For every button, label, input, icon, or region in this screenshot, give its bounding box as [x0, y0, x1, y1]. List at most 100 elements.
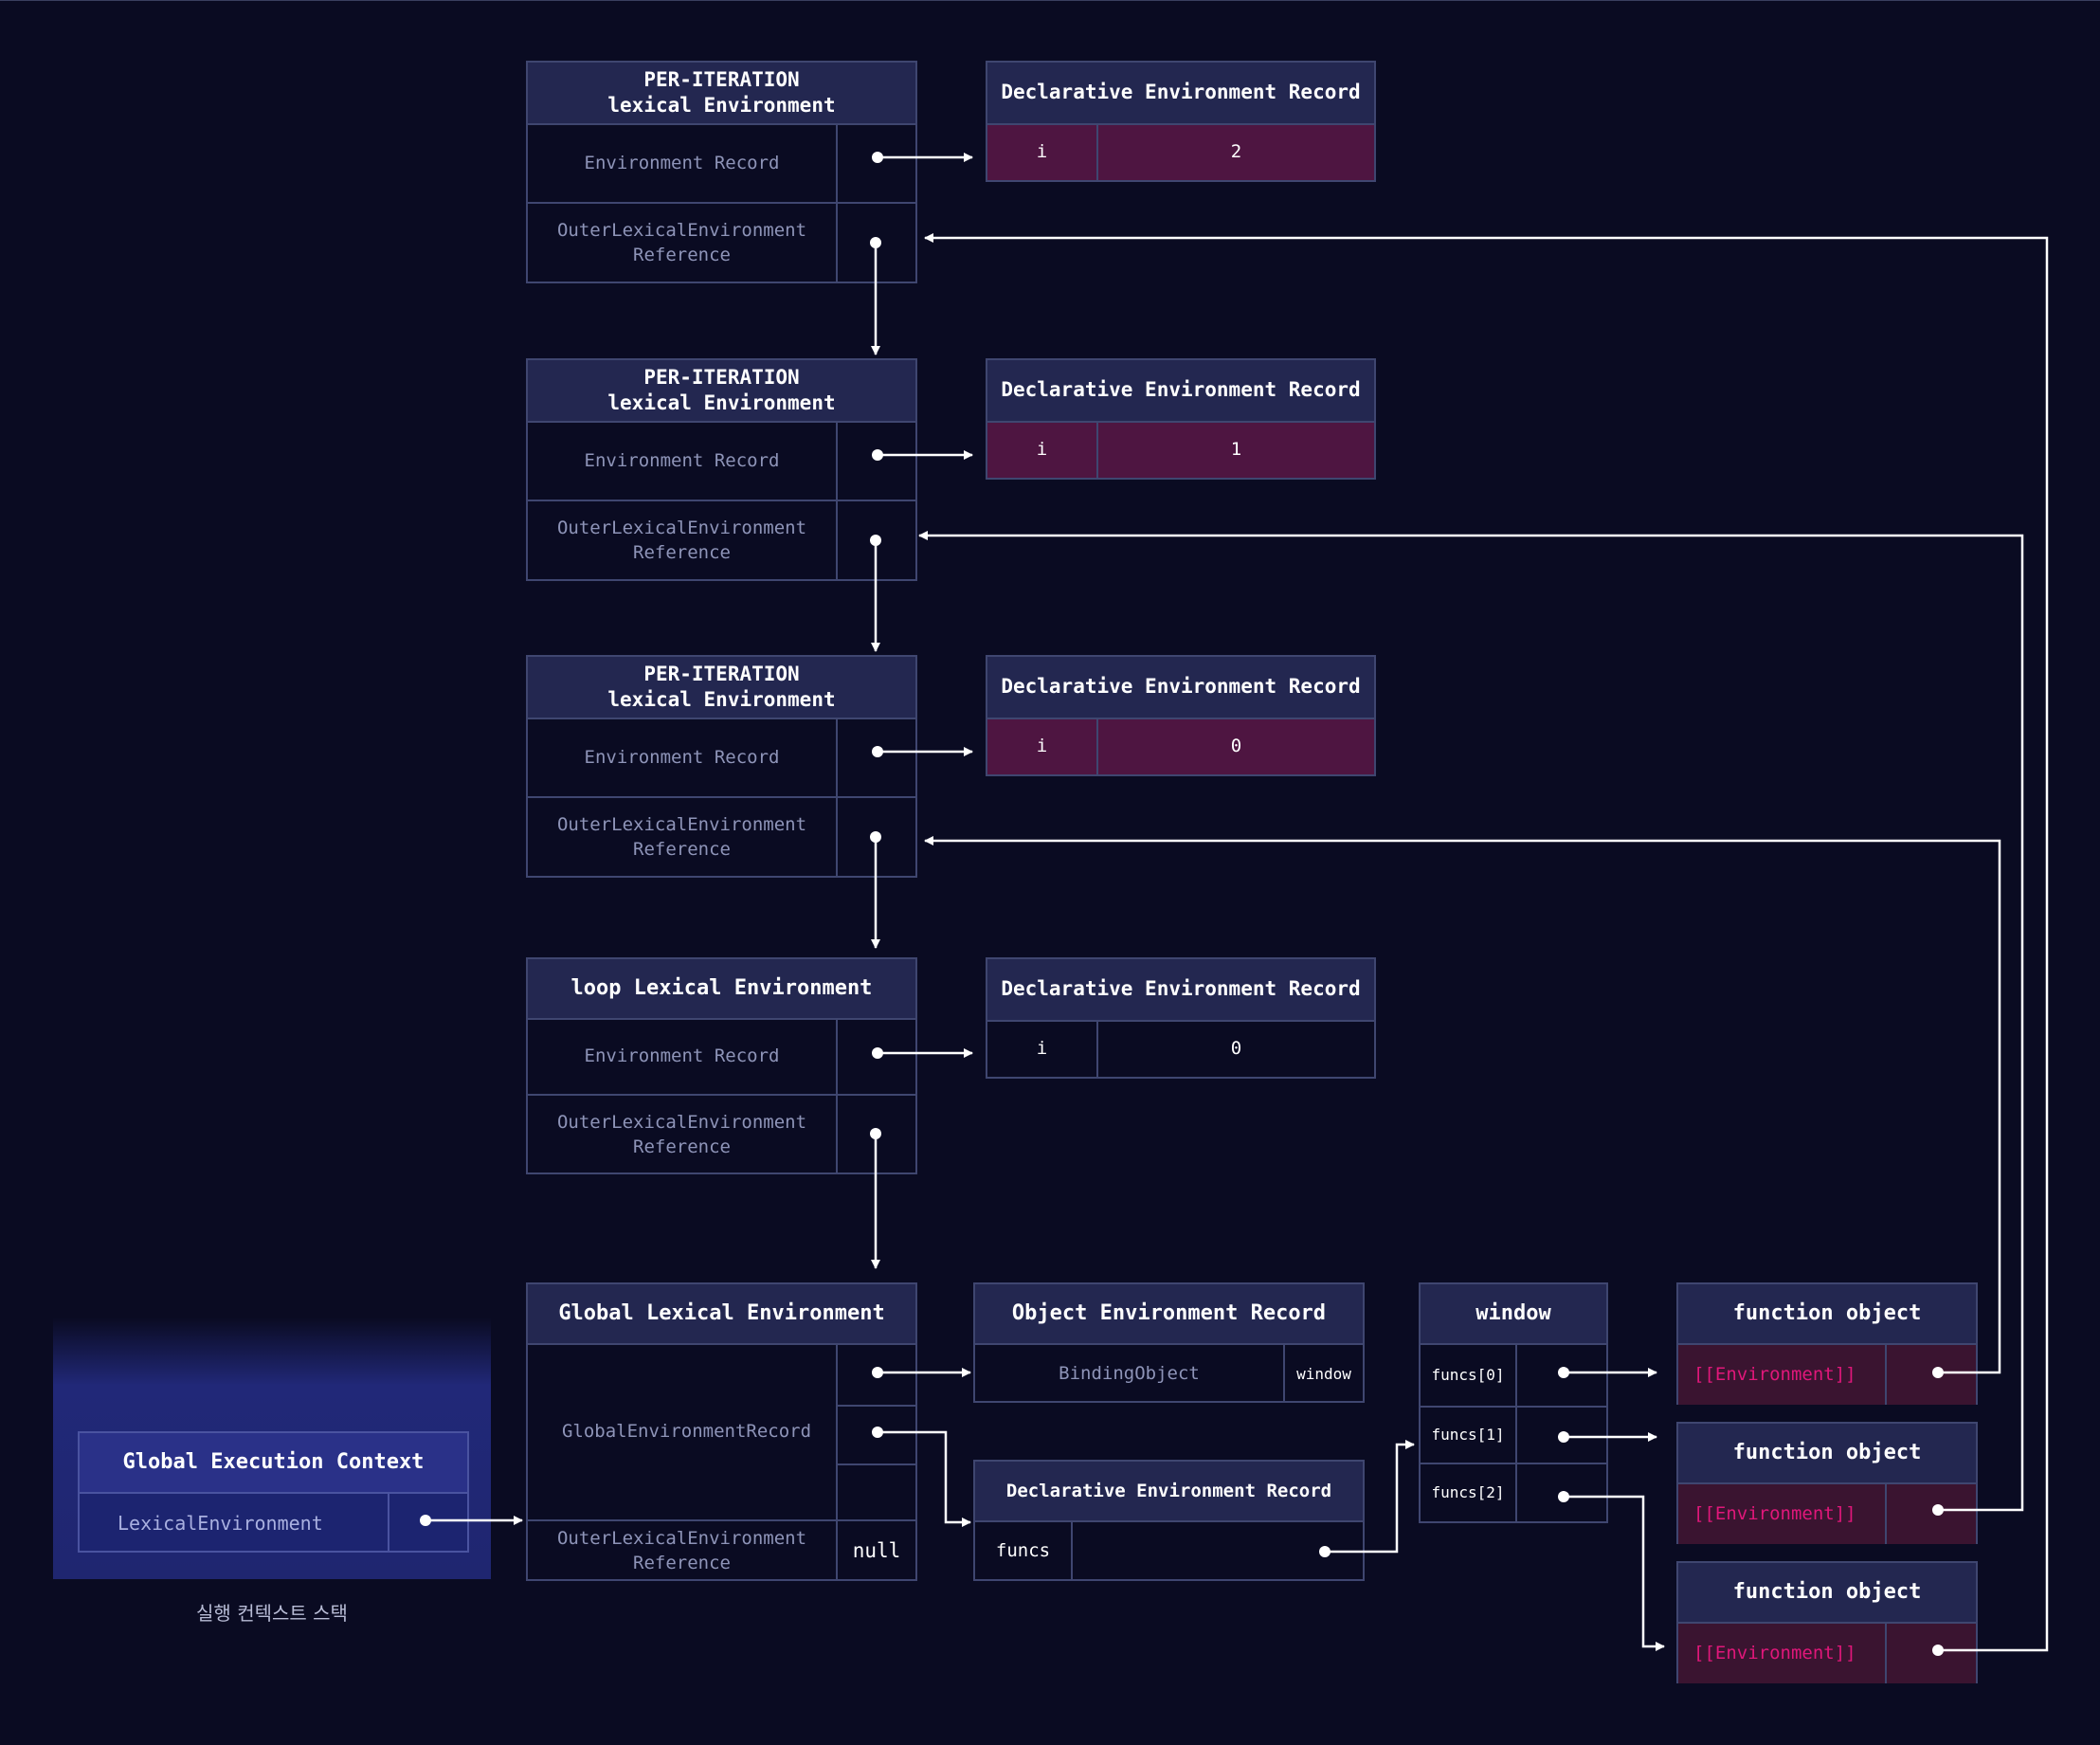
pointer-dot [1932, 1504, 1944, 1516]
closure-env-arrow [924, 836, 2001, 1374]
pointer-dot [1558, 1491, 1569, 1502]
pointer-dot [870, 535, 881, 546]
window-item: funcs[0] [1431, 1366, 1505, 1385]
env-header: PER-ITERATION lexical Environment [528, 63, 915, 125]
record-header: Declarative Environment Record [987, 959, 1374, 1022]
record-header: Object Environment Record [975, 1284, 1363, 1345]
outer-ref-label: OuterLexicalEnvironment Reference [528, 204, 836, 283]
record-header: Declarative Environment Record [975, 1462, 1363, 1522]
env-header: loop Lexical Environment [528, 959, 915, 1020]
pointer-dot [872, 152, 883, 163]
pointer-dot [1932, 1645, 1944, 1656]
object-env-record: Object Environment Record BindingObject … [973, 1282, 1365, 1403]
pointer-dot [1932, 1367, 1944, 1378]
per-iteration-env-1: PER-ITERATION lexical Environment Enviro… [526, 61, 917, 283]
env-header: PER-ITERATION lexical Environment [528, 657, 915, 719]
global-decl-record: Declarative Environment Record funcs [973, 1460, 1365, 1581]
env-record-label: Environment Record [584, 153, 780, 174]
func-ref-arrow [1564, 1495, 1665, 1651]
top-border [0, 0, 2100, 1]
outer-ref-label: OuterLexicalEnvironment Reference [528, 501, 836, 581]
outer-ref-label-line2: Reference [633, 245, 731, 265]
outer-ref-label-line1: OuterLexicalEnvironment [556, 518, 807, 539]
window-header: window [1421, 1284, 1606, 1345]
window-object: window funcs[0] funcs[1] funcs[2] [1419, 1282, 1608, 1523]
record-value: 2 [1098, 125, 1374, 180]
record-header: Declarative Environment Record [987, 360, 1374, 423]
funcs-arrow [1325, 1440, 1415, 1554]
env-title-line2: lexical Environment [607, 688, 836, 711]
pointer-dot [870, 1128, 881, 1139]
env-header: Global Lexical Environment [528, 1284, 915, 1345]
env-record-label: Environment Record [584, 747, 780, 769]
environment-slot-label: [[Environment]] [1678, 1624, 1885, 1683]
record-header: Declarative Environment Record [987, 63, 1374, 125]
env-header: PER-ITERATION lexical Environment [528, 360, 915, 423]
outer-ref-label: OuterLexicalEnvironment Reference [528, 798, 836, 878]
function-header: function object [1678, 1563, 1976, 1624]
outer-ref-label-line2: Reference [633, 839, 731, 860]
pointer-dot [870, 237, 881, 248]
record-key: i [987, 125, 1096, 180]
function-object-2: function object [[Environment]] [1676, 1422, 1978, 1544]
context-header: Global Execution Context [80, 1433, 467, 1494]
stack-caption: 실행 컨텍스트 스택 [196, 1602, 348, 1625]
env-record-label: Environment Record [584, 450, 780, 472]
function-object-3: function object [[Environment]] [1676, 1561, 1978, 1683]
global-execution-context: Global Execution Context LexicalEnvironm… [78, 1431, 469, 1553]
global-lexical-env: Global Lexical Environment GlobalEnviron… [526, 1282, 917, 1581]
window-item: funcs[2] [1431, 1483, 1505, 1502]
decl-record-3: Declarative Environment Record i 0 [986, 655, 1376, 776]
pointer-dot [1558, 1431, 1569, 1443]
per-iteration-env-3: PER-ITERATION lexical Environment Enviro… [526, 655, 917, 878]
env-title-line1: PER-ITERATION [643, 662, 800, 685]
record-key: i [1036, 1038, 1048, 1060]
pointer-dot [872, 1427, 883, 1438]
lexical-environment-field: LexicalEnvironment [118, 1511, 323, 1535]
decl-record-2: Declarative Environment Record i 1 [986, 358, 1376, 480]
pointer-dot [872, 449, 883, 461]
environment-slot-label: [[Environment]] [1678, 1345, 1885, 1405]
outer-ref-label-line1: OuterLexicalEnvironment [556, 1527, 807, 1549]
record-key: funcs [995, 1540, 1051, 1562]
function-object-1: function object [[Environment]] [1676, 1282, 1978, 1405]
env-title-line1: PER-ITERATION [643, 67, 800, 91]
record-value: 1 [1098, 423, 1374, 478]
outer-ref-label-line2: Reference [633, 1552, 731, 1573]
outer-ref-null: null [852, 1539, 901, 1563]
outer-ref-label-line1: OuterLexicalEnvironment [556, 1111, 807, 1133]
closure-env-arrow [924, 233, 2049, 1652]
pointer-dot [870, 831, 881, 843]
decl-record-loop: Declarative Environment Record i 0 [986, 957, 1376, 1079]
binding-object-label: BindingObject [1059, 1362, 1200, 1384]
record-key: i [987, 423, 1096, 478]
closure-env-arrow [918, 531, 2024, 1512]
env-title-line2: lexical Environment [607, 94, 836, 117]
environment-slot-label: [[Environment]] [1678, 1484, 1885, 1544]
record-value: 0 [1098, 719, 1374, 774]
pointer-dot [1558, 1367, 1569, 1378]
env-title-line1: PER-ITERATION [643, 365, 800, 389]
env-record-label: Environment Record [584, 1045, 780, 1067]
outer-ref-label: OuterLexicalEnvironment Reference [528, 1521, 836, 1581]
pointer-dot [872, 746, 883, 757]
global-record-label: GlobalEnvironmentRecord [561, 1421, 812, 1443]
record-value: 0 [1230, 1038, 1242, 1060]
outer-ref-label-line1: OuterLexicalEnvironment [556, 814, 807, 836]
decl-record-arrow [878, 1430, 971, 1527]
loop-lexical-env: loop Lexical Environment Environment Rec… [526, 957, 917, 1174]
outer-ref-label-line2: Reference [633, 542, 731, 563]
per-iteration-env-2: PER-ITERATION lexical Environment Enviro… [526, 358, 917, 581]
env-title-line2: lexical Environment [607, 391, 836, 414]
pointer-dot [1319, 1546, 1331, 1557]
outer-ref-label-line1: OuterLexicalEnvironment [556, 220, 807, 242]
pointer-dot [420, 1515, 431, 1526]
outer-ref-label-line2: Reference [633, 1136, 731, 1157]
window-item: funcs[1] [1431, 1426, 1505, 1445]
pointer-dot [872, 1367, 883, 1378]
function-header: function object [1678, 1424, 1976, 1484]
pointer-dot [872, 1047, 883, 1059]
record-key: i [987, 719, 1096, 774]
outer-ref-label: OuterLexicalEnvironment Reference [528, 1096, 836, 1174]
